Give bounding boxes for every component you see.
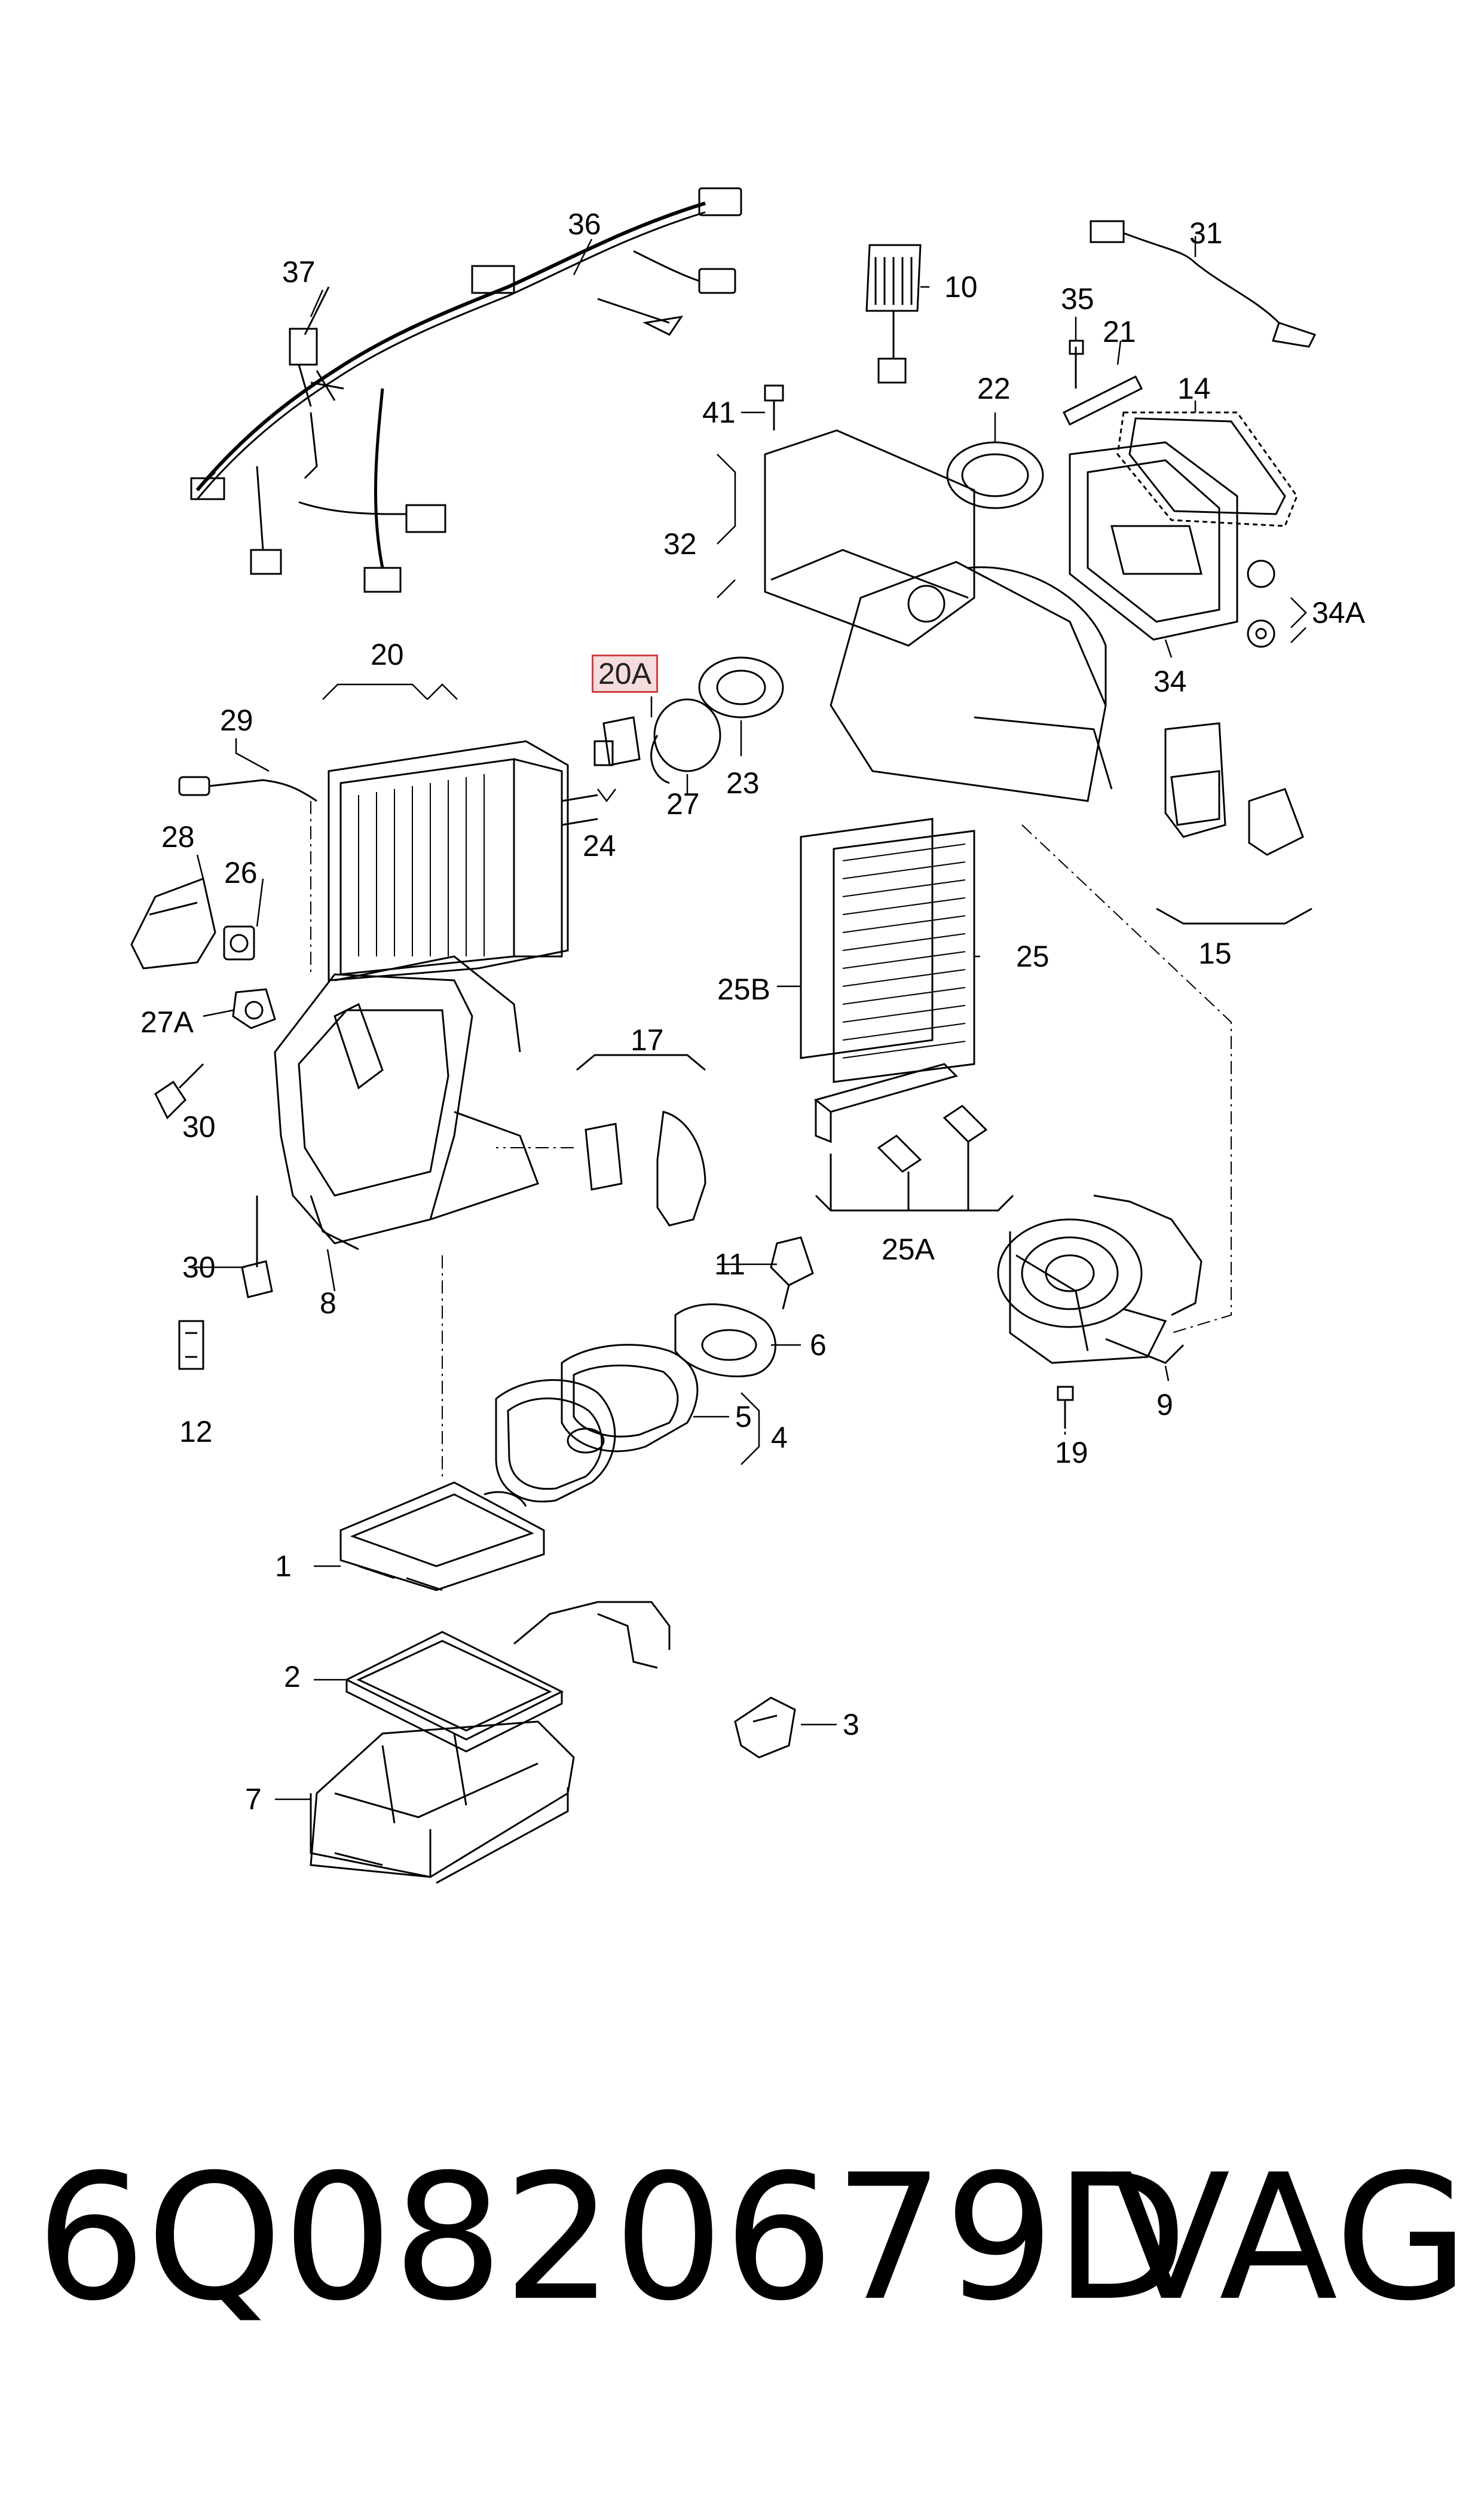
part-14-gasket bbox=[1118, 412, 1297, 526]
part-30-temperature-sensor-upper bbox=[155, 1064, 203, 1118]
part-15-flaps bbox=[1156, 723, 1312, 924]
part-12-clip bbox=[179, 1321, 203, 1369]
callout-14: 14 bbox=[1177, 372, 1211, 405]
part-41-screw bbox=[765, 386, 783, 430]
part-34A-levers bbox=[1248, 561, 1274, 647]
callout-35: 35 bbox=[1061, 282, 1094, 316]
callout-12: 12 bbox=[179, 1415, 213, 1448]
part-9-blower-motor bbox=[998, 1196, 1201, 1363]
wiring-harness bbox=[191, 188, 741, 592]
callout-27: 27 bbox=[666, 787, 700, 821]
callout-25A: 25A bbox=[882, 1233, 935, 1266]
part-20-evaporator bbox=[329, 741, 598, 980]
callout-27A: 27A bbox=[140, 1005, 194, 1039]
part-19-screw bbox=[1058, 1387, 1073, 1429]
part-31-temperature-sender bbox=[1091, 221, 1315, 347]
sensor-37 bbox=[290, 287, 344, 406]
part-30-temperature-sensor-lower bbox=[242, 1196, 272, 1297]
callout-32: 32 bbox=[663, 527, 697, 561]
part-27A-servo-gear bbox=[233, 989, 275, 1028]
part-7-lower-housing bbox=[311, 1722, 574, 1883]
callout-10: 10 bbox=[944, 270, 978, 304]
callout-25: 25 bbox=[1016, 940, 1049, 973]
brand-label: VAG bbox=[1112, 2138, 1469, 2339]
callout-22: 22 bbox=[977, 372, 1011, 405]
part-20A-expansion-valve bbox=[595, 717, 640, 765]
callout-20A: 20A bbox=[592, 655, 658, 693]
part-32-air-distribution-housing bbox=[765, 430, 1112, 801]
part-27-grommet bbox=[651, 699, 720, 783]
callout-30-upper: 30 bbox=[182, 1110, 216, 1144]
callout-1: 1 bbox=[275, 1549, 292, 1583]
part-4-duct bbox=[496, 1380, 615, 1502]
callout-4: 4 bbox=[771, 1421, 788, 1454]
part-34-housing bbox=[1070, 442, 1237, 640]
callout-leader-lines bbox=[194, 236, 1195, 1799]
part-22-seal bbox=[947, 442, 1043, 508]
callout-9: 9 bbox=[1156, 1388, 1173, 1421]
callout-20: 20 bbox=[371, 638, 404, 671]
callout-34: 34 bbox=[1153, 665, 1187, 698]
part-2-filter bbox=[347, 1602, 669, 1751]
part-number-title: 6Q0820679D bbox=[36, 2138, 1188, 2339]
callout-11: 11 bbox=[714, 1248, 745, 1281]
part-17-flap-assembly bbox=[577, 1055, 705, 1225]
callout-8: 8 bbox=[320, 1286, 336, 1320]
callout-25B: 25B bbox=[717, 973, 770, 1006]
callout-31: 31 bbox=[1189, 216, 1223, 250]
callout-26: 26 bbox=[224, 856, 258, 889]
callout-30-lower: 30 bbox=[182, 1251, 216, 1284]
callout-brackets bbox=[323, 454, 1306, 1465]
callout-17: 17 bbox=[631, 1023, 664, 1057]
callout-29: 29 bbox=[220, 704, 253, 737]
part-11-connector bbox=[771, 1237, 813, 1309]
part-28-servo-motor bbox=[131, 879, 215, 968]
callout-5: 5 bbox=[735, 1400, 752, 1433]
callout-41: 41 bbox=[702, 396, 736, 429]
part-25-pollen-filter bbox=[801, 819, 974, 1082]
callout-15: 15 bbox=[1198, 937, 1232, 970]
assembly-reference-lines bbox=[311, 801, 1231, 1476]
part-29-sensor-lead bbox=[179, 777, 317, 801]
callout-6: 6 bbox=[810, 1328, 827, 1362]
part-35-screw-and-21-bracket bbox=[1064, 341, 1142, 424]
callout-28: 28 bbox=[161, 820, 195, 854]
callout-7: 7 bbox=[245, 1783, 262, 1816]
part-23-seal bbox=[699, 658, 783, 717]
callout-2: 2 bbox=[284, 1660, 301, 1693]
callout-34A: 34A bbox=[1312, 596, 1365, 629]
part-3-clip bbox=[735, 1698, 795, 1757]
callout-23: 23 bbox=[726, 766, 760, 800]
part-10-sensor-board bbox=[867, 245, 920, 383]
callout-36: 36 bbox=[568, 207, 601, 241]
callout-24: 24 bbox=[583, 829, 616, 863]
part-6-seal bbox=[675, 1304, 775, 1377]
callout-19: 19 bbox=[1055, 1436, 1088, 1469]
callout-3: 3 bbox=[843, 1708, 859, 1741]
callout-37: 37 bbox=[282, 255, 316, 289]
part-8-heater-housing bbox=[275, 956, 538, 1249]
part-5-duct-seal bbox=[562, 1345, 697, 1451]
part-25A-filter-frame-clips bbox=[816, 1064, 1013, 1210]
callout-21: 21 bbox=[1103, 315, 1136, 348]
part-26-servo-gear bbox=[224, 927, 254, 959]
part-1-heat-exchanger bbox=[341, 1482, 544, 1590]
